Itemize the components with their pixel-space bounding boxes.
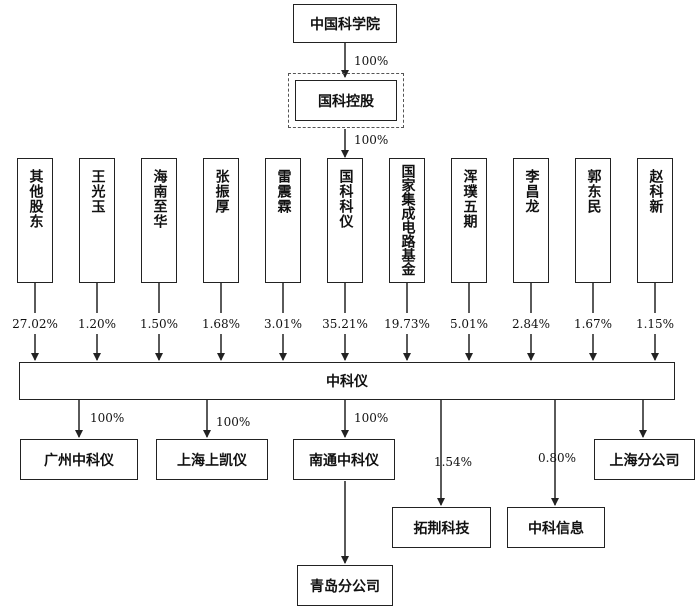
holding-kezy-pct: 100% — [354, 133, 389, 147]
shareholder-pct: 35.21% — [322, 317, 368, 331]
shareholder-box: 国家集成电路基金 — [389, 158, 425, 283]
shareholder-pct: 3.01% — [263, 317, 303, 331]
tuojing-pct: 1.54% — [433, 455, 473, 469]
shareholder-name: 国家集成电路基金 — [399, 164, 416, 276]
shareholder-pct: 19.73% — [384, 317, 430, 331]
zhongke-xinxi-pct: 0.80% — [537, 451, 577, 465]
shareholder-name: 张振厚 — [213, 169, 230, 214]
nantong-node: 南通中科仪 — [293, 439, 395, 480]
zhongke-xinxi-label: 中科信息 — [528, 520, 584, 537]
shareholder-pct: 1.15% — [635, 317, 675, 331]
nantong-label: 南通中科仪 — [309, 452, 379, 469]
tuojing-node: 拓荆科技 — [392, 507, 491, 548]
shanghai-branch-node: 上海分公司 — [594, 439, 695, 480]
shanghai-branch-label: 上海分公司 — [609, 452, 680, 469]
shareholder-box: 海南至华 — [141, 158, 177, 283]
shareholder-name: 赵科新 — [647, 169, 664, 214]
center-company-label: 中科仪 — [326, 374, 368, 390]
center-company-node: 中科仪 — [19, 362, 675, 400]
shareholder-name: 其他股东 — [27, 169, 44, 229]
cas-label: 中国科学院 — [310, 16, 380, 33]
cas-holding-pct: 100% — [354, 54, 389, 68]
zhongke-xinxi-node: 中科信息 — [507, 507, 605, 548]
shareholder-box: 张振厚 — [203, 158, 239, 283]
shareholder-pct: 1.20% — [77, 317, 117, 331]
shareholder-box: 浑璞五期 — [451, 158, 487, 283]
shareholder-name: 郭东民 — [585, 169, 602, 214]
shareholder-box: 雷震霖 — [265, 158, 301, 283]
guangzhou-label: 广州中科仪 — [44, 452, 114, 469]
shareholder-box: 赵科新 — [637, 158, 673, 283]
qingdao-branch-node: 青岛分公司 — [297, 565, 393, 606]
nantong-pct: 100% — [354, 411, 389, 425]
holding-label: 国科控股 — [318, 93, 374, 110]
shareholder-pct: 5.01% — [449, 317, 489, 331]
holding-node: 国科控股 — [295, 80, 397, 121]
tuojing-label: 拓荆科技 — [413, 520, 470, 537]
cas-node: 中国科学院 — [293, 4, 397, 43]
shanghai-kaiyi-node: 上海上凯仪 — [156, 439, 268, 480]
shareholder-name: 李昌龙 — [523, 169, 540, 214]
qingdao-branch-label: 青岛分公司 — [310, 578, 380, 595]
shareholder-box: 国科科仪 — [327, 158, 363, 283]
shareholder-name: 雷震霖 — [275, 169, 292, 214]
shareholder-pct: 2.84% — [511, 317, 551, 331]
shareholder-name: 王光玉 — [89, 169, 106, 214]
shanghai-kaiyi-label: 上海上凯仪 — [177, 452, 247, 469]
shareholder-pct: 1.67% — [573, 317, 613, 331]
shanghai-kaiyi-pct: 100% — [216, 415, 251, 429]
guangzhou-pct: 100% — [90, 411, 125, 425]
shareholder-pct: 1.50% — [139, 317, 179, 331]
shareholder-box: 王光玉 — [79, 158, 115, 283]
shareholder-name: 海南至华 — [151, 169, 168, 229]
shareholder-pct: 27.02% — [12, 317, 58, 331]
shareholder-box: 李昌龙 — [513, 158, 549, 283]
shareholder-pct: 1.68% — [201, 317, 241, 331]
shareholder-box: 其他股东 — [17, 158, 53, 283]
shareholder-name: 浑璞五期 — [461, 169, 478, 229]
holding-dashed-frame — [288, 73, 404, 128]
shareholder-name: 国科科仪 — [337, 169, 354, 229]
guangzhou-node: 广州中科仪 — [20, 439, 138, 480]
shareholder-box: 郭东民 — [575, 158, 611, 283]
